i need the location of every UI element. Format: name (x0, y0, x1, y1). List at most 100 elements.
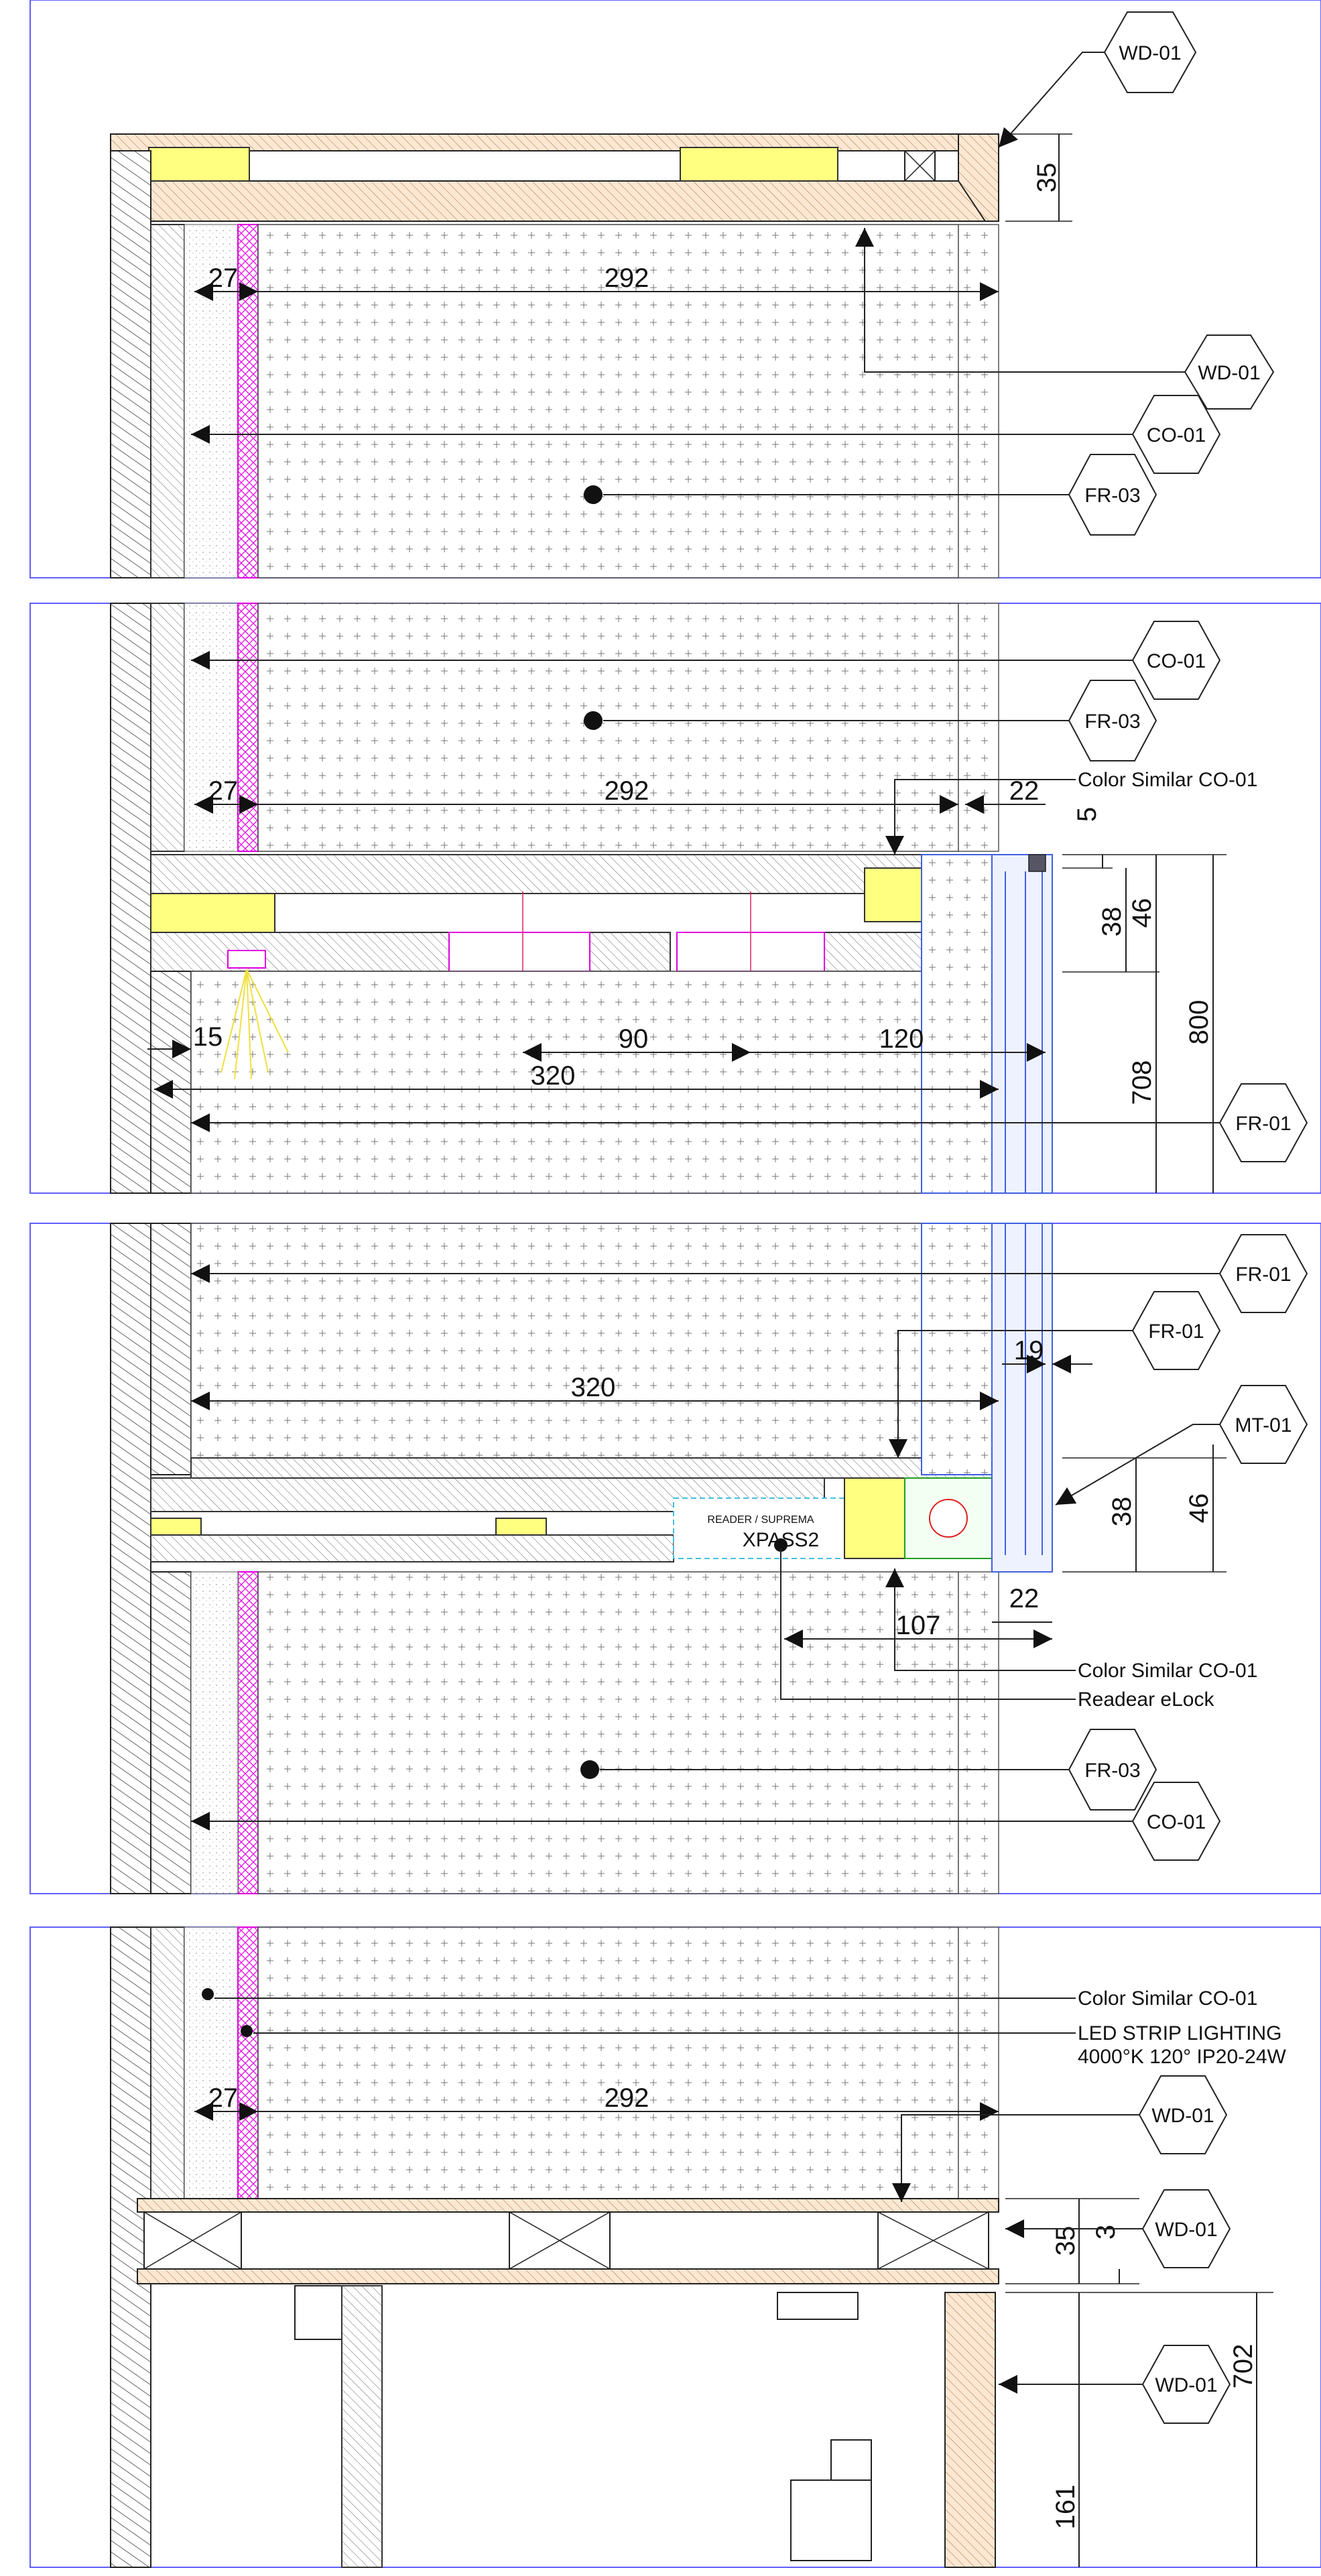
hinge (1028, 854, 1046, 872)
tag-hex (1068, 1729, 1157, 1811)
panel-edge (958, 603, 999, 852)
dim-5: 5 (1072, 807, 1102, 822)
note-eLock: Readear eLock (1078, 1689, 1214, 1711)
tag-hex (1131, 621, 1221, 700)
mdf-layer (237, 603, 259, 852)
note-color-similar: Color Similar CO-01 (1078, 1987, 1257, 2010)
wall (110, 150, 151, 578)
wall-lower (150, 1571, 192, 1894)
insulation (184, 1926, 239, 2199)
fabric-panel (257, 1571, 959, 1894)
tag-hex (1131, 1291, 1221, 1370)
dim-320: 320 (571, 1373, 616, 1402)
dim-27: 27 (208, 2083, 239, 2113)
tag-fr-01: FR-01 (1235, 1264, 1291, 1286)
support-block (150, 893, 275, 933)
tag-fr-03: FR-03 (1084, 711, 1140, 733)
dim-107: 107 (896, 1611, 941, 1640)
dim-292: 292 (605, 2083, 649, 2113)
leader (1055, 1424, 1220, 1506)
tag-hex (1218, 1234, 1308, 1313)
section-4: 27 292 35 3 702 161 Color Similar CO-01 … (29, 1926, 1321, 2568)
marker-dot (580, 1760, 599, 1779)
support-block (680, 147, 838, 182)
tag-wd-01: WD-01 (1155, 2219, 1217, 2241)
tag-fr-01: FR-01 (1235, 1113, 1291, 1135)
fabric-panel (190, 1223, 959, 1459)
marker-dot (584, 485, 603, 504)
leader (780, 1548, 1076, 1700)
door-frame (921, 854, 999, 1194)
tag-hex (1141, 2189, 1231, 2268)
leader (892, 2114, 1139, 2202)
mdf-layer (237, 1926, 259, 2199)
tag-hex (1068, 454, 1157, 536)
tag-hex (1218, 1083, 1308, 1162)
marker-dot (774, 1538, 788, 1552)
tag-co-01: CO-01 (1147, 424, 1206, 446)
reader-label: READER / SUPREMA (707, 1514, 814, 1526)
section-1: 27 292 35 WD-01 WD-01 CO-01 FR-03 (29, 0, 1321, 578)
wall-upper (150, 1223, 192, 1475)
support-block (150, 1518, 202, 1536)
corner-trim (958, 133, 999, 222)
tag-fr-03: FR-03 (1084, 1760, 1140, 1782)
panel-edge (958, 224, 999, 578)
lock-part (830, 2439, 872, 2481)
board-layer (150, 224, 185, 578)
cabinet-top (137, 2198, 999, 2213)
shelf-top (190, 1457, 999, 1479)
marker-dot (202, 1988, 214, 2000)
wall (110, 1223, 151, 1894)
leader (885, 1569, 1076, 1671)
dim-38: 38 (1097, 907, 1127, 937)
dim-38: 38 (1107, 1497, 1137, 1527)
mdf-layer (237, 1571, 259, 1894)
leader (998, 52, 1105, 148)
dim-708: 708 (1127, 1060, 1157, 1105)
tag-wd-01: WD-01 (1155, 2374, 1217, 2396)
light-rays (221, 969, 289, 1080)
spacer-cross (904, 150, 936, 182)
tag-fr-01: FR-01 (1148, 1321, 1204, 1343)
dim-15: 15 (193, 1022, 223, 1052)
tag-wd-01: WD-01 (1151, 2105, 1214, 2127)
dim-19: 19 (1014, 1336, 1044, 1365)
tag-hex (1218, 1385, 1308, 1464)
tag-fr-03: FR-03 (1084, 485, 1140, 507)
led-strip (227, 950, 266, 969)
marker-dot (584, 711, 603, 730)
insulation (184, 603, 239, 852)
dim-27: 27 (208, 776, 239, 806)
dim-702: 702 (1229, 2344, 1258, 2389)
glass-door (991, 854, 1053, 1194)
dim-46: 46 (1127, 898, 1157, 928)
dim-22: 22 (1009, 1584, 1040, 1613)
dim-3: 3 (1091, 2225, 1121, 2240)
dim-800: 800 (1184, 1000, 1214, 1045)
dim-35: 35 (1051, 2226, 1080, 2256)
dim-320: 320 (531, 1061, 576, 1091)
dim-292: 292 (605, 263, 649, 293)
insulation (190, 1571, 239, 1894)
fabric-panel (257, 224, 959, 578)
leader (885, 779, 1076, 855)
leader (889, 1330, 1133, 1458)
section-3: READER / SUPREMA XPASS2 320 19 107 22 38… (29, 1223, 1321, 1894)
tag-mt-01: MT-01 (1235, 1414, 1292, 1436)
tag-hex (1138, 2075, 1228, 2154)
shelf-top (150, 854, 999, 894)
dim-46: 46 (1184, 1493, 1214, 1524)
section-2: 27 292 22 15 90 120 320 5 38 46 708 800 … (29, 603, 1321, 1194)
dim-90: 90 (619, 1024, 649, 1054)
panel-edge (958, 1571, 999, 1894)
tag-wd-01: WD-01 (1119, 42, 1181, 64)
wall-lower (150, 971, 192, 1194)
note-led-spec: 4000°K 120° IP20-24W (1078, 2046, 1287, 2068)
shelf-bottom (150, 1534, 674, 1562)
glass-door (991, 1223, 1053, 1573)
tag-hex (1184, 334, 1275, 410)
dim-292: 292 (605, 776, 649, 806)
side-panel (944, 2292, 996, 2568)
mdf-layer (237, 224, 259, 578)
